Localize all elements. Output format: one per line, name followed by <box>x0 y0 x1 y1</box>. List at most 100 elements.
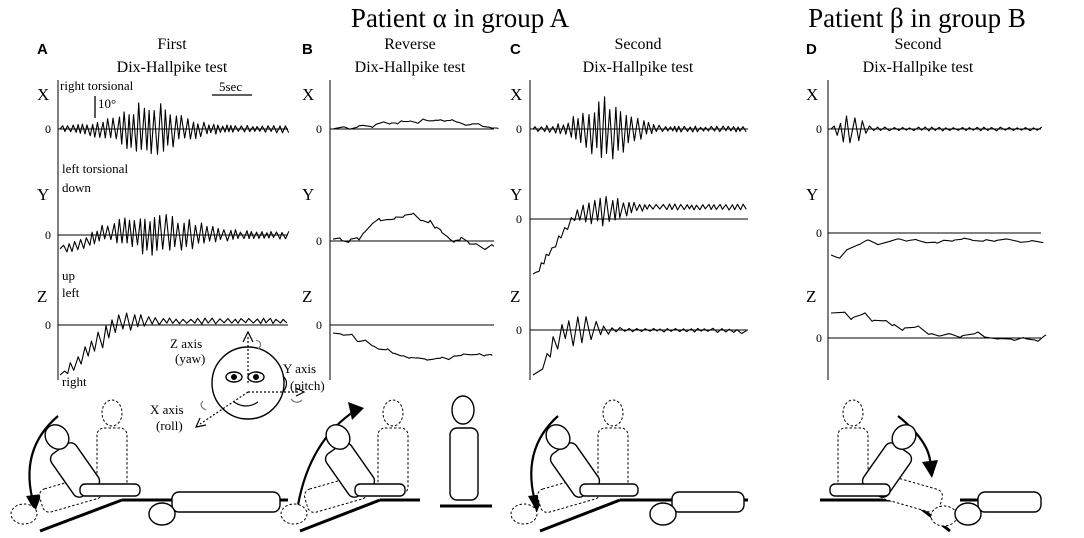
time-scale-label: 5sec <box>219 79 242 94</box>
panel-a-title-line1: First <box>157 36 187 53</box>
mouth-icon <box>233 401 259 407</box>
panel-a-supine-head <box>148 502 176 526</box>
panel-d-supine-body <box>977 491 1042 513</box>
panel-c-ghost-lying-head <box>510 503 538 525</box>
panel-d-reclining-head <box>891 424 917 450</box>
panel-c-reclining-legs <box>579 483 639 497</box>
z-axis-sublabel: (yaw) <box>175 351 205 366</box>
panel-d-x-zero: 0 <box>816 122 822 136</box>
panel-b-title-line1: Reverse <box>384 36 436 53</box>
panel-c-bed-tilted <box>539 498 621 533</box>
label-down: down <box>62 180 91 195</box>
y-axis-sublabel: (pitch) <box>290 378 325 393</box>
panel-c-y-label: Y <box>510 185 522 204</box>
panel-d-y-trace <box>830 237 1044 259</box>
panel-b-ghost-sitting-body <box>377 427 409 495</box>
y-axis-label: Y axis <box>283 361 316 376</box>
panel-a-title-line2: Dix-Hallpike test <box>117 59 228 76</box>
panel-b-y-label: Y <box>302 185 314 204</box>
panel-d-reclining-legs <box>829 483 891 497</box>
panel-b-x-trace <box>332 118 499 130</box>
label-up: up <box>62 268 75 283</box>
group-b-title: Patient β in group B <box>808 3 1026 33</box>
panel-c-x-label: X <box>510 85 522 104</box>
panel-a-y-zero: 0 <box>45 228 51 242</box>
label-right: right <box>62 374 87 389</box>
panel-d-x-trace <box>830 115 1043 144</box>
panel-a-x-trace <box>59 102 290 155</box>
label-right-torsional: right torsional <box>60 78 134 93</box>
panel-b-x-label: X <box>302 85 314 104</box>
panel-c-z-zero: 0 <box>516 323 522 337</box>
panel-c-y-trace <box>532 196 747 275</box>
panel-c-x-trace <box>532 96 747 160</box>
panel-c-supine-body <box>671 491 745 513</box>
panel-b-letter: B <box>302 41 313 58</box>
panel-a-z-label: Z <box>37 287 47 306</box>
panel-a-ghost-sitting-body <box>96 427 128 495</box>
y-rotation-marker <box>290 398 303 403</box>
panel-b-z-zero: 0 <box>316 318 322 332</box>
panel-b-ghost-lying-head <box>280 503 308 525</box>
panel-d-z-zero: 0 <box>816 331 822 345</box>
panel-d-ghost-lying-head <box>930 505 958 527</box>
panel-d-z-trace <box>830 311 1047 342</box>
panel-c-supine-head <box>649 502 677 526</box>
panel-c-z-label: Z <box>510 287 520 306</box>
panel-c-patient-illustration <box>510 399 748 533</box>
panel-a-reclining-legs <box>79 483 141 497</box>
panel-d-y-label: Y <box>806 185 818 204</box>
panel-a-ghost-lying-head <box>10 503 38 525</box>
x-rotation-marker <box>200 400 207 411</box>
panel-d-x-label: X <box>806 85 818 104</box>
panel-b-y-trace <box>332 212 495 251</box>
label-left-torsional: left torsional <box>62 161 128 176</box>
panel-a-letter: A <box>37 41 48 58</box>
panel-b-y-zero: 0 <box>316 234 322 248</box>
panel-d-letter: D <box>806 41 817 58</box>
panel-c-rotation-arrow <box>530 415 559 506</box>
panel-b-arrow-head <box>348 402 364 420</box>
panel-d-title-line1: Second <box>894 36 941 53</box>
panel-c-title-line1: Second <box>614 36 661 53</box>
panel-b-rotation-arrow <box>296 409 357 506</box>
panel-d-ghost-sitting-head <box>842 399 864 427</box>
panel-b-z-label: Z <box>302 287 312 306</box>
panel-a-patient-illustration <box>10 399 288 533</box>
panel-c-y-zero: 0 <box>516 212 522 226</box>
panel-c-reclining-head <box>545 424 571 450</box>
panel-a-y-label: Y <box>37 185 49 204</box>
panel-a-ghost-sitting-head <box>101 399 123 427</box>
panel-a-arrow-head <box>26 494 42 512</box>
label-left: left <box>62 285 80 300</box>
panel-b-patient-illustration <box>280 395 492 533</box>
ear-icon <box>282 375 288 393</box>
panel-c-ghost-sitting-body <box>597 427 629 495</box>
panel-b-ghost-sitting-head <box>382 399 404 427</box>
panel-a-bed-tilted <box>39 498 123 533</box>
panel-a-reclining-head <box>44 424 70 450</box>
z-rotation-marker <box>255 339 262 350</box>
panel-c-ghost-sitting-head <box>602 399 624 427</box>
z-axis-arrow <box>242 330 254 343</box>
panel-b-reclining-head <box>325 424 351 450</box>
amplitude-scale-label: 10° <box>98 96 116 111</box>
panel-d-supine-head <box>954 502 982 526</box>
panel-b-x-zero: 0 <box>316 122 322 136</box>
panel-d-y-zero: 0 <box>816 226 822 240</box>
panel-c-letter: C <box>510 41 521 58</box>
panel-a-z-zero: 0 <box>45 318 51 332</box>
panel-a-y-trace <box>59 213 290 256</box>
panel-c-title-line2: Dix-Hallpike test <box>583 59 694 76</box>
panel-d-title-line2: Dix-Hallpike test <box>863 59 974 76</box>
panel-b-z-trace <box>332 332 493 361</box>
panel-b-sitting-head <box>451 395 475 425</box>
right-pupil <box>253 374 259 380</box>
x-axis-label: X axis <box>150 402 184 417</box>
x-axis-sublabel: (roll) <box>156 418 183 433</box>
x-axis-arrow <box>194 417 207 428</box>
panel-b-sitting-body <box>449 427 479 501</box>
group-a-title: Patient α in group A <box>351 3 570 33</box>
